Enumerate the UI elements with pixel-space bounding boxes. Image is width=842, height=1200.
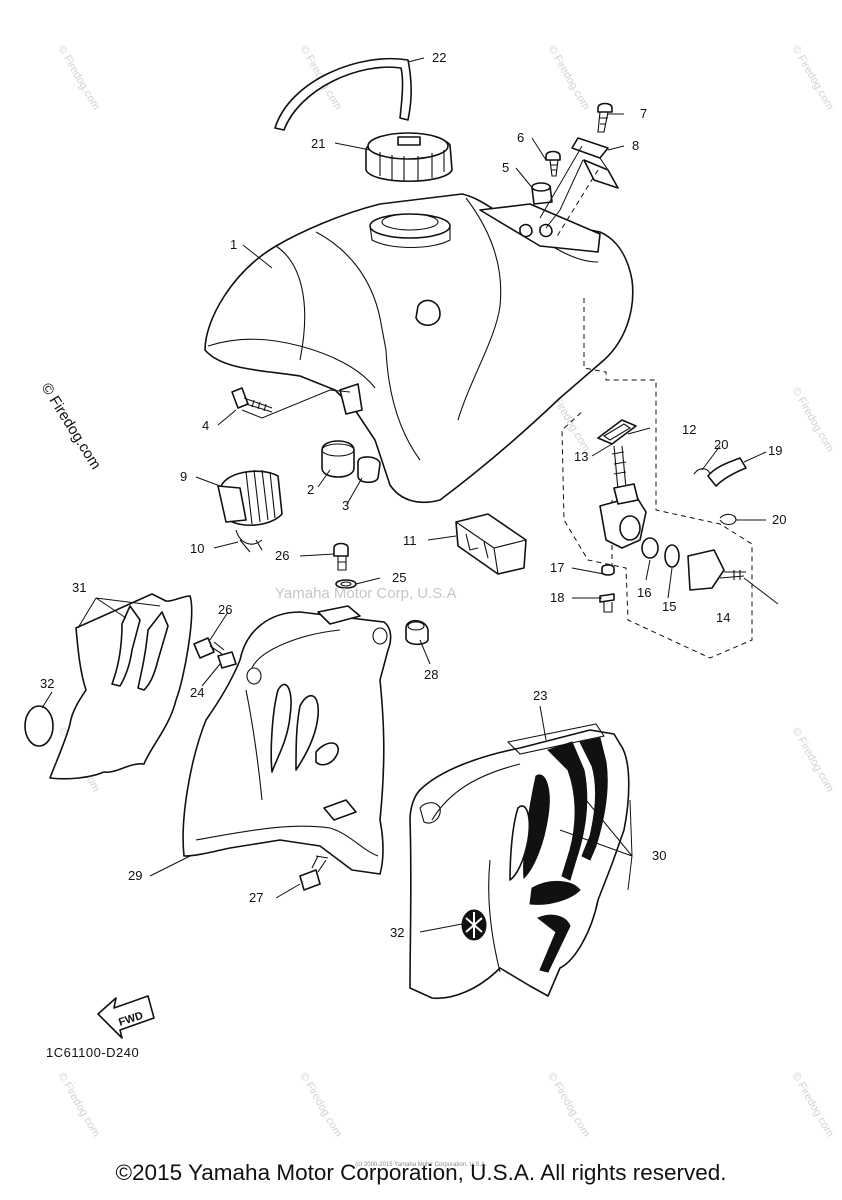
callout-12: 12 [682,422,696,437]
watermark-tile: © Firedog.com [545,1071,592,1140]
callout-24: 24 [190,685,204,700]
part-grommet-28 [405,619,429,646]
callout-labels: 22 21 1 4 2 3 6 5 7 8 9 10 11 12 13 20 1… [40,50,786,940]
part-bolt-26 [333,542,349,571]
callout-16: 16 [637,585,651,600]
callout-29: 29 [128,868,142,883]
credit-line: (c) 2000-2015 Yamaha Motor Corporation, … [355,1162,487,1168]
watermark-tile: © Firedog.com [789,726,836,795]
watermark-mid: Yamaha Motor Corp, U.S.A [275,585,457,602]
part-damper-2 [321,440,355,478]
callout-11: 11 [403,533,417,548]
watermark-tile: © Firedog.com [297,1071,344,1140]
watermark-tile: © Firedog.com [789,386,836,455]
part-bolt-4 [231,387,273,413]
callout-5: 5 [502,160,509,175]
callout-6: 6 [517,130,524,145]
fwd-arrow-icon: FWD [97,995,155,1039]
watermark-tile: © Firedog.com [545,44,592,113]
callout-26a: 26 [275,548,289,563]
part-side-cover-23 [409,723,630,1000]
part-fuel-tank [204,193,634,504]
part-pad-11 [455,513,527,575]
part-filter-9 [217,469,283,527]
part-screw-27 [299,855,329,891]
callout-25: 25 [392,570,406,585]
callout-20a: 20 [714,437,728,452]
part-breather-hose [274,57,412,131]
part-emblem-32-left [24,705,54,747]
diagram-code: 1C61100-D240 [46,1045,140,1060]
callout-32b: 32 [390,925,404,940]
part-side-cover-29 [182,605,392,875]
callout-4: 4 [202,418,209,433]
callout-21: 21 [311,136,325,151]
part-collar-5 [531,182,553,205]
callout-23: 23 [533,688,547,703]
copyright-footer: ©2015 Yamaha Motor Corporation, U.S.A. A… [115,1160,727,1185]
callout-1: 1 [230,237,237,252]
callout-22: 22 [432,50,446,65]
part-collar-3 [357,456,381,484]
part-bracket-8 [571,137,619,189]
callout-31: 31 [72,580,86,595]
callout-26b: 26 [218,602,232,617]
watermark-tile: © Firedog.com [55,1071,102,1140]
watermark-tile: © Firedog.com [789,44,836,113]
callout-10: 10 [190,541,204,556]
callout-32a: 32 [40,676,54,691]
part-collar-24 [217,651,237,669]
part-clip-10 [235,529,263,553]
part-fuel-cap [365,132,453,182]
callout-3: 3 [342,498,349,513]
callout-17: 17 [550,560,564,575]
callout-2: 2 [307,482,314,497]
callout-13: 13 [574,449,588,464]
callout-18: 18 [550,590,564,605]
part-bolt-7 [597,102,613,133]
part-graphic-31 [49,593,193,780]
watermark-tile: © Firedog.com [55,44,102,113]
callout-30: 30 [652,848,666,863]
part-hose-19 [707,457,747,487]
part-bolt-6 [545,150,561,177]
part-bolt-26-left [193,637,225,659]
callout-9: 9 [180,469,187,484]
callout-20b: 20 [772,512,786,527]
watermark-tile: © Firedog.com [789,1071,836,1140]
part-fuel-cock-group [561,298,753,659]
callout-8: 8 [632,138,639,153]
callout-27: 27 [249,890,263,905]
callout-28: 28 [424,667,438,682]
leader-lines [41,57,779,933]
callout-19: 19 [768,443,782,458]
callout-15: 15 [662,599,676,614]
callout-14: 14 [716,610,730,625]
callout-7: 7 [640,106,647,121]
